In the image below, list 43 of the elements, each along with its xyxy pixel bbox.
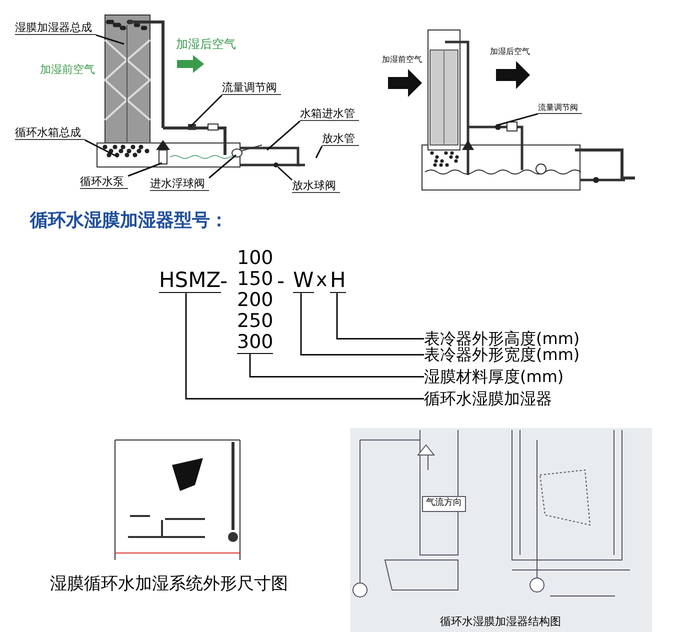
leader-line xyxy=(189,94,223,128)
code-letter: HSMZ xyxy=(159,269,221,294)
part-label: 加湿后空气 xyxy=(490,48,530,57)
code-separator: - xyxy=(220,269,228,293)
leader-line xyxy=(498,113,538,126)
air-label: 加湿后空气 xyxy=(176,38,236,52)
connector-line xyxy=(249,354,424,378)
code-option: 150 xyxy=(237,269,274,290)
leader-line xyxy=(96,34,124,45)
caption: 循环水湿膜加湿器结构图 xyxy=(440,614,561,629)
part-label: 循环水泵 xyxy=(80,176,128,190)
description-text: 表冷器外形高度(mm) xyxy=(424,330,580,348)
part-label: 循环水箱总成 xyxy=(15,127,85,140)
leader-line xyxy=(208,154,236,179)
part-label: 流量调节阀 xyxy=(538,104,582,114)
code-separator: - xyxy=(277,269,285,293)
description-text: 湿膜材料厚度(mm) xyxy=(424,368,564,386)
description-text: 循环水湿膜加湿器 xyxy=(424,390,552,408)
part-label: 放水球阀 xyxy=(292,180,340,194)
part-label: 流量调节阀 xyxy=(222,82,281,96)
section-heading: 循环水湿膜加湿器型号： xyxy=(30,209,228,232)
leader-line xyxy=(266,120,300,151)
part-label: 放水管 xyxy=(322,133,359,146)
leader-line xyxy=(277,166,293,181)
code-separator: x xyxy=(316,269,328,291)
part-label: 水箱进水管 xyxy=(300,108,359,122)
code-option: 300 xyxy=(237,332,274,354)
part-label: 加湿前空气 xyxy=(382,56,422,65)
air-label: 加湿前空气 xyxy=(40,64,95,76)
code-option: 100 xyxy=(237,248,274,269)
code-option: 250 xyxy=(237,311,274,332)
leader-line xyxy=(315,146,323,158)
caption: 湿膜循环水加湿系统外形尺寸图 xyxy=(50,573,288,595)
description-text: 表冷器外形宽度(mm) xyxy=(424,346,580,364)
code-letter: H xyxy=(330,269,346,294)
code-option: 200 xyxy=(237,290,274,311)
connector-line xyxy=(185,293,424,400)
part-label: 湿膜加湿器总成 xyxy=(15,22,96,36)
code-letter: W xyxy=(293,269,314,294)
connector-line xyxy=(336,293,424,340)
connector-line xyxy=(300,293,424,356)
leader-line xyxy=(128,162,162,177)
part-label: 进水浮球阀 xyxy=(150,178,209,192)
